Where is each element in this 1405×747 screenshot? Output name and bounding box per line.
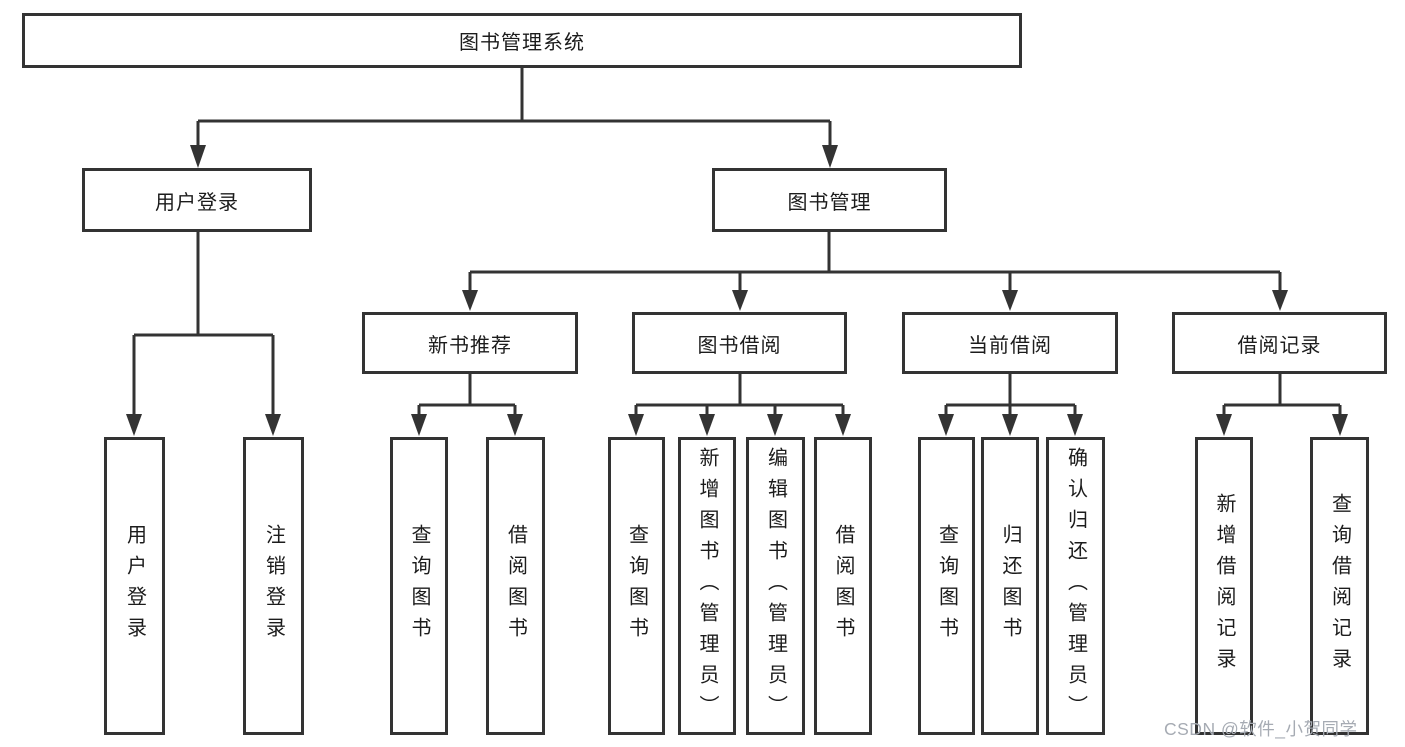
leaf-query-book-current: 查询图书 bbox=[918, 437, 975, 735]
leaf-user-login: 用户登录 bbox=[104, 437, 165, 735]
node-user-login: 用户登录 bbox=[82, 168, 312, 232]
leaf-query-book-borrowing-label: 查询图书 bbox=[625, 524, 648, 648]
leaf-add-book-admin: 新增图书（管理员） bbox=[678, 437, 736, 735]
node-book-borrowing-label: 图书借阅 bbox=[697, 334, 782, 357]
leaf-return-book: 归还图书 bbox=[981, 437, 1039, 735]
node-borrowing-records-label: 借阅记录 bbox=[1237, 334, 1322, 357]
leaf-query-book-recommendation-label: 查询图书 bbox=[408, 524, 430, 648]
leaf-query-book-borrowing: 查询图书 bbox=[608, 437, 665, 735]
node-root-label: 图书管理系统 bbox=[459, 32, 585, 54]
node-root: 图书管理系统 bbox=[22, 13, 1022, 68]
node-book-borrowing: 图书借阅 bbox=[632, 312, 847, 374]
node-new-book-recommendation-label: 新书推荐 bbox=[428, 334, 512, 357]
leaf-query-borrow-record: 查询借阅记录 bbox=[1310, 437, 1369, 735]
leaf-add-borrow-record: 新增借阅记录 bbox=[1195, 437, 1253, 735]
leaf-borrow-book-recommendation: 借阅图书 bbox=[486, 437, 545, 735]
leaf-edit-book-admin: 编辑图书（管理员） bbox=[746, 437, 805, 735]
leaf-query-book-recommendation: 查询图书 bbox=[390, 437, 448, 735]
leaf-logout-label: 注销登录 bbox=[262, 524, 285, 648]
leaf-return-book-label: 归还图书 bbox=[999, 524, 1021, 648]
node-user-login-label: 用户登录 bbox=[155, 191, 239, 214]
node-borrowing-records: 借阅记录 bbox=[1172, 312, 1387, 374]
leaf-edit-book-admin-label: 编辑图书（管理员） bbox=[764, 446, 787, 726]
node-current-borrowing: 当前借阅 bbox=[902, 312, 1118, 374]
leaf-user-login-label: 用户登录 bbox=[123, 524, 146, 648]
leaf-borrow-book-recommendation-label: 借阅图书 bbox=[504, 524, 527, 648]
node-current-borrowing-label: 当前借阅 bbox=[968, 334, 1052, 357]
leaf-borrow-book-borrowing-label: 借阅图书 bbox=[832, 524, 854, 648]
leaf-confirm-return-admin-label: 确认归还（管理员） bbox=[1064, 446, 1087, 726]
leaf-add-borrow-record-label: 新增借阅记录 bbox=[1213, 493, 1235, 679]
leaf-logout: 注销登录 bbox=[243, 437, 304, 735]
leaf-query-book-current-label: 查询图书 bbox=[935, 524, 958, 648]
node-book-management: 图书管理 bbox=[712, 168, 947, 232]
leaf-confirm-return-admin: 确认归还（管理员） bbox=[1046, 437, 1105, 735]
arrowheads bbox=[126, 145, 1348, 436]
leaf-borrow-book-borrowing: 借阅图书 bbox=[814, 437, 872, 735]
leaf-query-borrow-record-label: 查询借阅记录 bbox=[1328, 493, 1351, 679]
node-new-book-recommendation: 新书推荐 bbox=[362, 312, 578, 374]
node-book-management-label: 图书管理 bbox=[787, 191, 872, 214]
leaf-add-book-admin-label: 新增图书（管理员） bbox=[696, 446, 718, 726]
watermark: CSDN @软件_小贺同学 bbox=[1164, 719, 1358, 739]
